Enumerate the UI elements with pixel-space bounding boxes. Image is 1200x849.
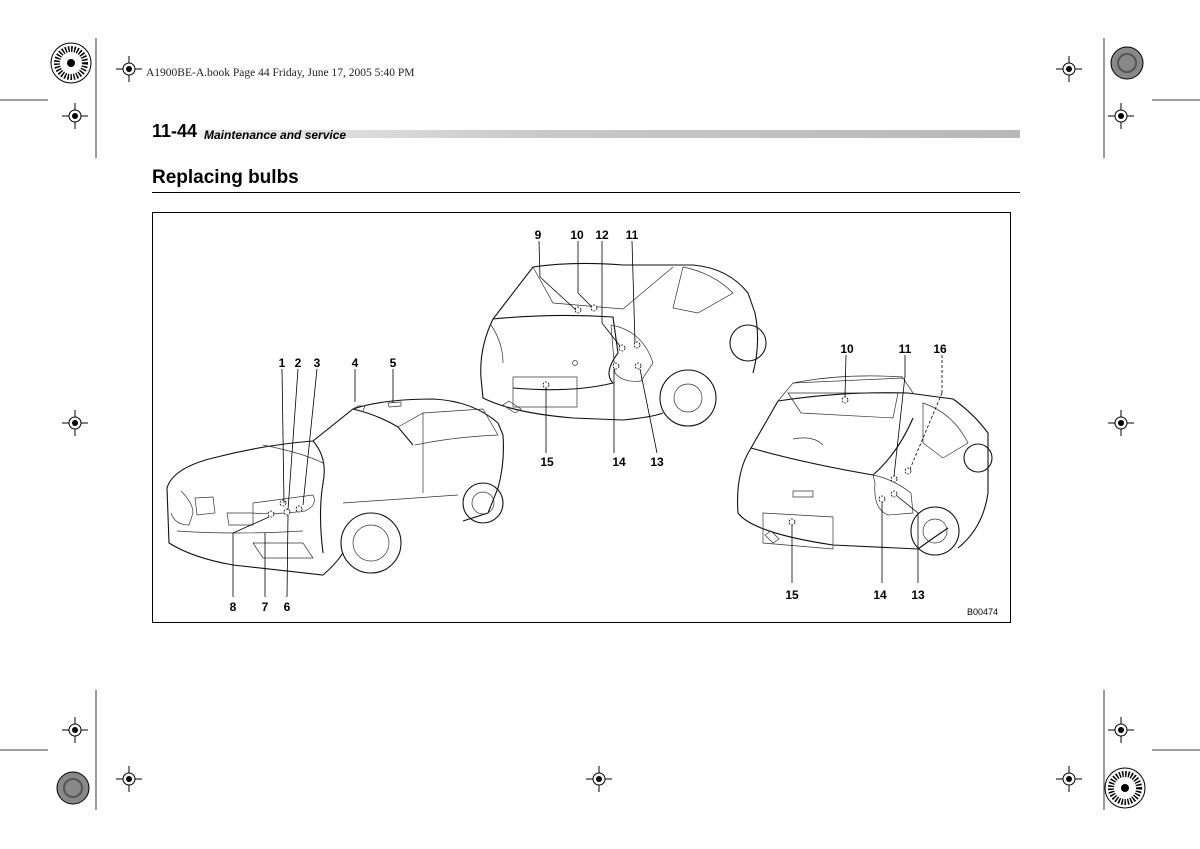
callout-front-4: 4 xyxy=(352,356,359,370)
crosshair-mark xyxy=(62,410,88,436)
callout-rear-sedan-9: 9 xyxy=(535,228,542,242)
callout-rear-wagon-14: 14 xyxy=(873,588,887,602)
callout-front-7: 7 xyxy=(262,600,269,614)
page-heading: Replacing bulbs xyxy=(152,167,299,188)
callout-rear-wagon-11: 11 xyxy=(899,342,912,356)
callout-rear-sedan-12: 12 xyxy=(595,228,609,242)
callout-rear-wagon-16: 16 xyxy=(933,342,947,356)
rear-sedan-illustration xyxy=(480,240,767,454)
crosshair-mark xyxy=(1056,56,1082,82)
callout-front-2: 2 xyxy=(295,356,302,370)
registration-mark-bottom-left xyxy=(56,771,90,805)
callout-rear-sedan-13: 13 xyxy=(650,455,664,469)
heading-rule xyxy=(152,192,1020,193)
callout-front-8: 8 xyxy=(230,600,237,614)
section-bar xyxy=(152,130,1020,138)
crosshair-mark xyxy=(116,56,142,82)
crosshair-mark xyxy=(1108,103,1134,129)
callout-front-3: 3 xyxy=(314,356,321,370)
registration-mark-top-right xyxy=(1110,46,1144,80)
callout-rear-sedan-10: 10 xyxy=(570,228,584,242)
callout-rear-sedan-15: 15 xyxy=(540,455,554,469)
callout-rear-sedan-14: 14 xyxy=(612,455,626,469)
crosshair-mark xyxy=(1108,717,1134,743)
callout-front-6: 6 xyxy=(284,600,291,614)
callout-front-5: 5 xyxy=(390,356,397,370)
crosshair-mark xyxy=(62,717,88,743)
print-header: A1900BE-A.book Page 44 Friday, June 17, … xyxy=(146,67,415,79)
crosshair-mark xyxy=(116,766,142,792)
callout-rear-wagon-15: 15 xyxy=(785,588,799,602)
callout-rear-wagon-13: 13 xyxy=(911,588,925,602)
callout-rear-wagon-10: 10 xyxy=(840,342,854,356)
section-title: Maintenance and service xyxy=(204,128,347,142)
bulb-location-figure: 1 2 3 4 5 6 7 8 9 10 11 12 13 14 15 10 1… xyxy=(152,212,1011,623)
registration-mark-top-left xyxy=(50,42,92,84)
page-number: 11-44 xyxy=(152,121,201,142)
crosshair-mark xyxy=(1056,766,1082,792)
rear-wagon-illustration xyxy=(737,354,993,583)
front-sedan-illustration xyxy=(166,368,504,598)
callout-front-1: 1 xyxy=(279,356,286,370)
figure-illustration: 1 2 3 4 5 6 7 8 9 10 11 12 13 14 15 10 1… xyxy=(166,228,998,617)
registration-mark-bottom-right xyxy=(1104,767,1146,809)
crosshair-mark xyxy=(586,766,612,792)
callout-rear-sedan-11: 11 xyxy=(626,228,639,242)
figure-code: B00474 xyxy=(967,607,998,617)
crosshair-mark xyxy=(1108,410,1134,436)
crosshair-mark xyxy=(62,103,88,129)
